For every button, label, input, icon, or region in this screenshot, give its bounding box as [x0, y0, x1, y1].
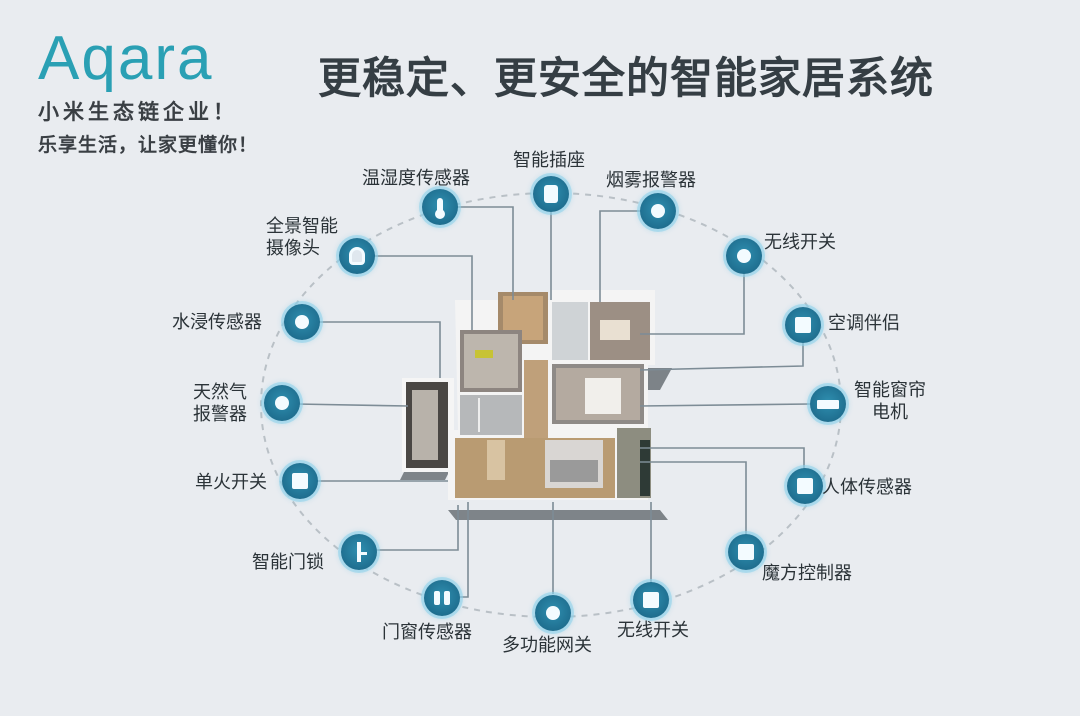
- smart-lock-label: 智能门锁: [252, 552, 324, 573]
- cube-controller-label: 魔方控制器: [762, 563, 852, 584]
- floorplan-3d: [400, 290, 672, 520]
- thermometer-icon: [435, 198, 445, 219]
- brand-wordmark: Aqara: [38, 24, 214, 93]
- ac-companion-label: 空调伴侣: [828, 313, 900, 334]
- cube-controller-icon: [738, 544, 754, 560]
- door-window-sensor-label: 门窗传感器: [382, 622, 472, 643]
- tagline-ecosystem: 小米生态链企业！: [38, 100, 238, 124]
- gateway-node[interactable]: [535, 595, 571, 631]
- gateway-icon: [546, 606, 560, 620]
- page-title: 更稳定、更安全的智能家居系统: [318, 54, 934, 104]
- single-fire-switch-node[interactable]: [282, 463, 318, 499]
- gas-alarm-node[interactable]: [264, 385, 300, 421]
- smart-lock-node[interactable]: [341, 534, 377, 570]
- wireless-switch-top-label: 无线开关: [764, 232, 836, 253]
- door-window-sensor-icon: [434, 591, 450, 605]
- panoramic-camera-label-line1: 全景智能: [266, 216, 338, 237]
- gas-alarm-label: 天然气 报警器: [193, 382, 247, 426]
- gas-alarm-icon: [275, 396, 289, 410]
- curtain-motor-label-line1: 智能窗帘: [854, 380, 926, 401]
- wireless-switch-icon: [737, 249, 751, 263]
- water-leak-icon: [295, 315, 309, 329]
- temperature-humidity-sensor-node[interactable]: [422, 189, 458, 225]
- gas-alarm-label-line1: 天然气: [193, 382, 247, 403]
- curtain-motor-icon: [817, 399, 839, 409]
- cube-controller-node[interactable]: [728, 534, 764, 570]
- smoke-alarm-label: 烟雾报警器: [606, 170, 696, 191]
- motion-sensor-icon: [797, 478, 813, 494]
- panoramic-camera-node[interactable]: [339, 238, 375, 274]
- gateway-label: 多功能网关: [502, 635, 592, 656]
- motion-sensor-label: 人体传感器: [822, 477, 912, 498]
- aqara-logo: Aqara 小米生态链企业！ 乐享生活，让家更懂你！: [38, 28, 258, 157]
- water-leak-sensor-label: 水浸传感器: [172, 312, 262, 333]
- temperature-humidity-sensor-label: 温湿度传感器: [362, 168, 470, 189]
- plug-icon: [544, 185, 558, 203]
- curtain-motor-label: 智能窗帘 电机: [848, 380, 932, 424]
- smart-plug-label: 智能插座: [513, 150, 585, 171]
- tagline-slogan: 乐享生活，让家更懂你！: [38, 134, 259, 156]
- single-fire-switch-label: 单火开关: [195, 472, 267, 493]
- wall-switch-icon: [292, 473, 308, 489]
- lock-icon: [357, 542, 367, 562]
- curtain-motor-label-line2: 电机: [872, 402, 908, 423]
- ac-companion-node[interactable]: [785, 307, 821, 343]
- camera-icon: [349, 247, 365, 265]
- smart-plug-node[interactable]: [533, 176, 569, 212]
- wireless-switch-top-node[interactable]: [726, 238, 762, 274]
- wireless-switch-bottom-node[interactable]: [633, 582, 669, 618]
- wireless-switch-bottom-label: 无线开关: [617, 620, 689, 641]
- smoke-alarm-node[interactable]: [640, 193, 676, 229]
- panoramic-camera-label-line2: 摄像头: [266, 238, 320, 259]
- water-leak-sensor-node[interactable]: [284, 304, 320, 340]
- curtain-motor-node[interactable]: [810, 386, 846, 422]
- connectors: [295, 206, 811, 598]
- wireless-switch-icon: [643, 592, 659, 608]
- panoramic-camera-label: 全景智能 摄像头: [266, 216, 338, 260]
- ac-companion-icon: [795, 317, 811, 333]
- smoke-detector-icon: [651, 204, 665, 218]
- door-window-sensor-node[interactable]: [424, 580, 460, 616]
- motion-sensor-node[interactable]: [787, 468, 823, 504]
- gas-alarm-label-line2: 报警器: [193, 404, 247, 425]
